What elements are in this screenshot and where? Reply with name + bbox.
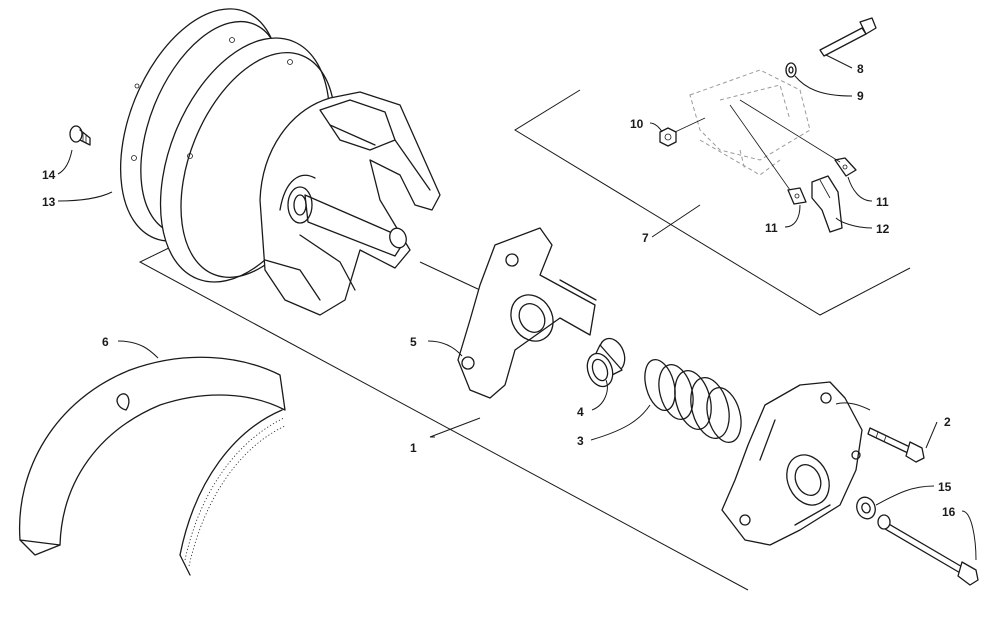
part-2-bolt (867, 427, 925, 463)
callout-15: 15 (938, 480, 952, 494)
part-15-washer (856, 496, 876, 520)
callout-4: 4 (577, 405, 584, 419)
part-16-long-bolt (877, 514, 979, 586)
clutch-cover-plate (721, 381, 863, 546)
part-14-screw (69, 125, 91, 146)
part-1-clutch-body (159, 37, 441, 316)
callout-12: 12 (876, 222, 890, 236)
assembly-axis-line (419, 261, 481, 291)
part-12-slider-block (811, 175, 843, 233)
callout-16: 16 (942, 505, 956, 519)
part-5-spider (457, 227, 597, 399)
callout-11-left: 11 (765, 221, 778, 235)
bracket-ghost-outline (689, 69, 811, 176)
callout-5: 5 (410, 335, 417, 349)
assembly-boundary-1 (138, 244, 749, 591)
assembly-boundary-7 (514, 89, 911, 316)
callout-2: 2 (944, 415, 951, 429)
part-4-bushing (586, 337, 626, 388)
part-8-bolt (819, 17, 877, 57)
callout-10: 10 (630, 117, 644, 131)
callout-9: 9 (857, 89, 864, 103)
callout-11-right: 11 (876, 195, 889, 209)
part-11-shim-a (834, 157, 857, 177)
callout-numbers: 1 2 3 4 5 6 7 8 9 10 11 11 12 13 14 15 1… (42, 62, 956, 519)
callout-14: 14 (42, 168, 56, 182)
callout-3: 3 (577, 434, 584, 448)
part-9-washer (785, 62, 797, 78)
callout-1: 1 (410, 441, 417, 455)
callout-8: 8 (857, 62, 864, 76)
callout-7: 7 (642, 231, 649, 245)
part-10-nut (659, 127, 677, 147)
callout-6: 6 (102, 335, 109, 349)
bracket-pivot-lines (674, 99, 841, 191)
callout-13: 13 (42, 195, 56, 209)
part-6-belt (18, 356, 286, 576)
part-11-shim-b (787, 187, 807, 205)
part-3-spring (644, 358, 742, 444)
leader-lines (57, 54, 977, 561)
